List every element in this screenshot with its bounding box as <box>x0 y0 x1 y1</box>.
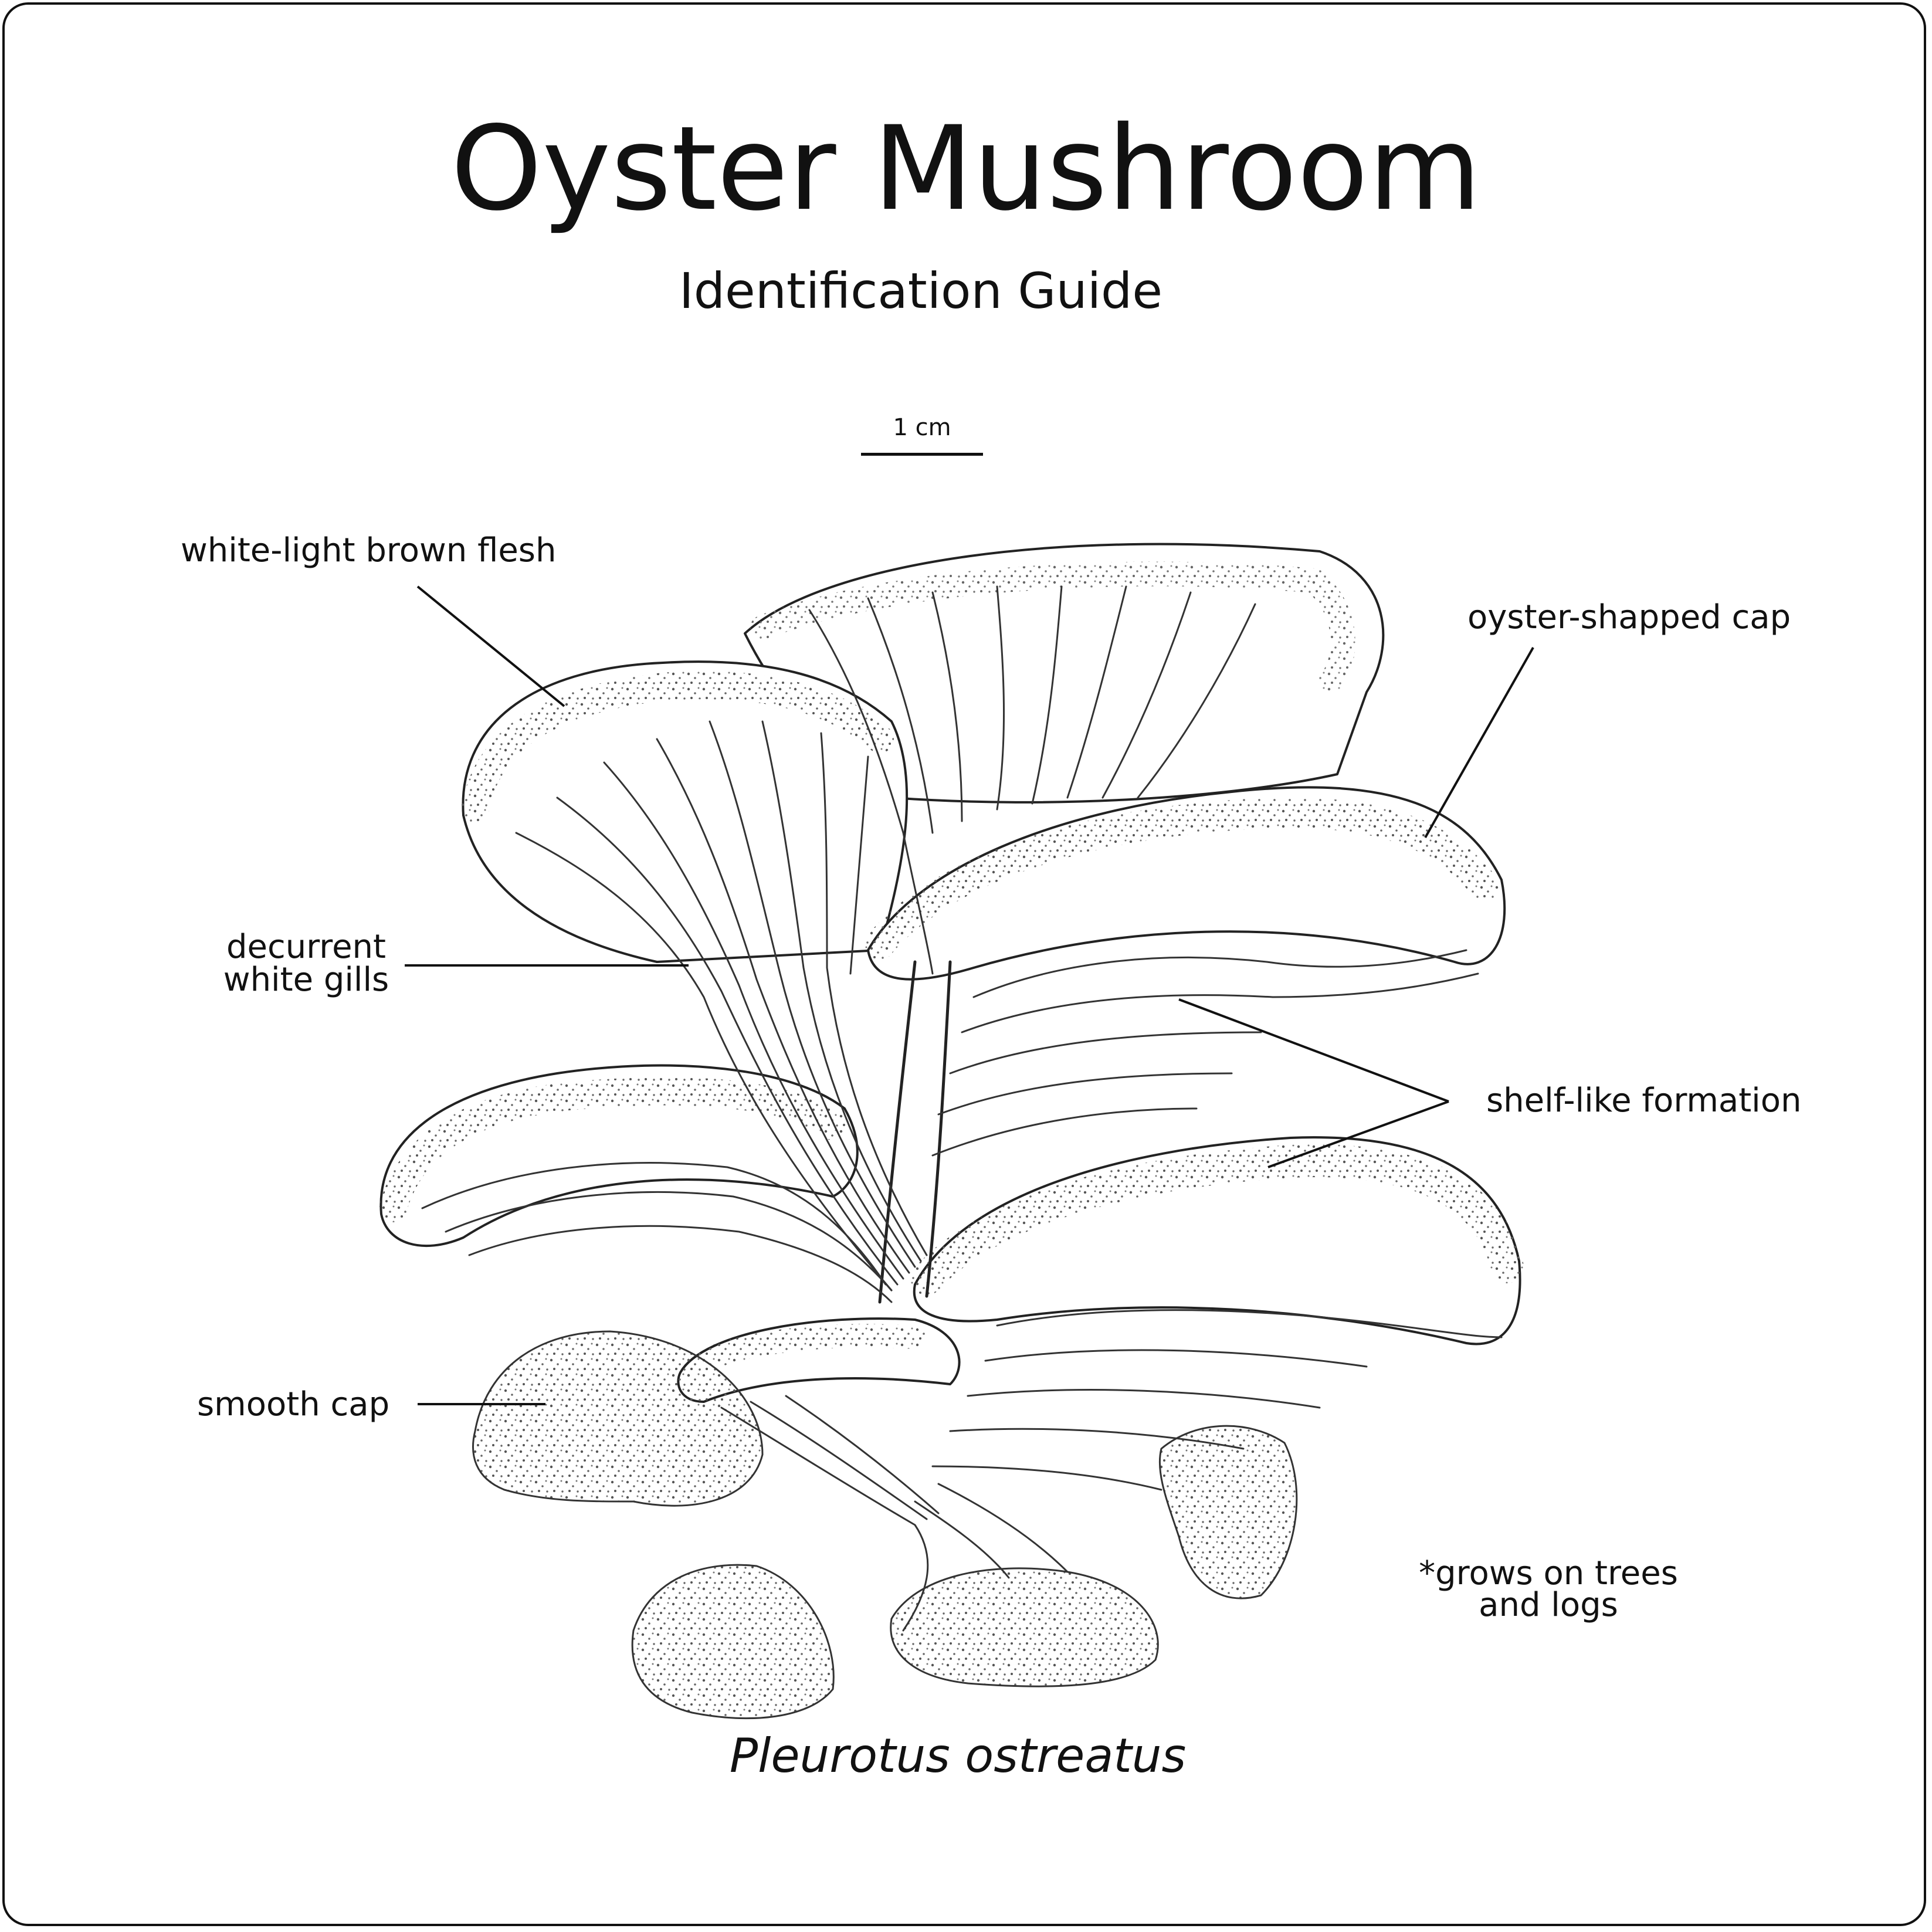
label-flesh: white-light brown flesh <box>181 531 557 570</box>
cap-smooth-left <box>472 1330 764 1507</box>
cap-right-upper <box>867 786 1506 981</box>
label-gills-line2: white gills <box>223 961 389 999</box>
leader-flesh <box>416 585 565 707</box>
label-cap-shape: oyster-shapped cap <box>1467 598 1791 636</box>
leader-formation-lower <box>1267 1100 1449 1168</box>
leader-lines <box>405 585 1534 1405</box>
cap-smooth-bottom-right <box>890 1567 1159 1687</box>
gill-lines <box>421 585 1503 1632</box>
stem <box>878 960 952 1304</box>
label-habitat-line1: *grows on trees <box>1419 1554 1678 1592</box>
scale-bar-label: 1 cm <box>893 414 951 441</box>
label-gills-line1: decurrent <box>226 928 386 966</box>
page-title: Oyster Mushroom <box>450 101 1482 236</box>
cap-top-left <box>462 660 909 963</box>
label-formation: shelf-like formation <box>1486 1082 1802 1120</box>
species-name: Pleurotus ostreatus <box>729 1728 1187 1783</box>
cap-smooth-right <box>1158 1425 1298 1599</box>
label-smooth-cap: smooth cap <box>197 1385 390 1423</box>
scale-bar <box>861 453 983 456</box>
leader-formation-upper <box>1178 998 1449 1103</box>
cap-smooth-bottom-left <box>631 1564 835 1720</box>
page-subtitle: Identification Guide <box>679 262 1163 320</box>
leader-cap-shape <box>1424 647 1534 838</box>
label-habitat-line2: and logs <box>1479 1586 1618 1624</box>
